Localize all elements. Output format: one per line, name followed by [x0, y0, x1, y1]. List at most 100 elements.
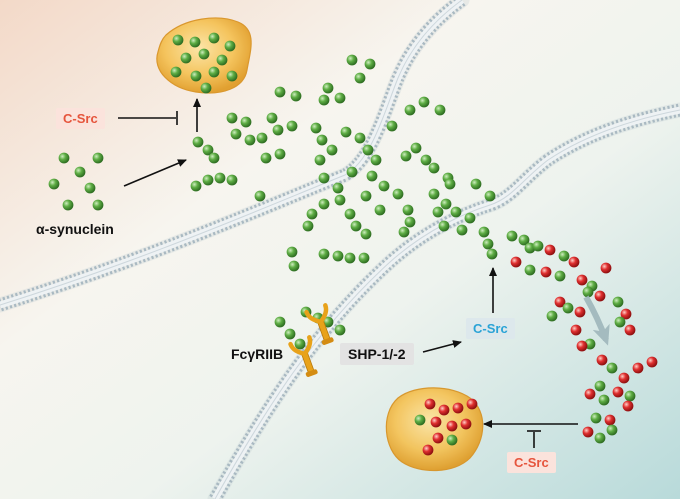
green-synuclein-67 [360, 190, 372, 202]
green-synuclein-33 [318, 94, 330, 106]
phospho-synuclein-39 [576, 340, 588, 352]
cluster-synuclein-38 [606, 424, 618, 436]
green-synuclein-62 [314, 154, 326, 166]
phospho-synuclein-35 [604, 414, 616, 426]
green-synuclein-51 [370, 154, 382, 166]
green-synuclein-106 [506, 230, 518, 242]
green-synuclein-35 [226, 112, 238, 124]
cluster-synuclein-0 [532, 240, 544, 252]
cluster-synuclein-37 [594, 432, 606, 444]
green-synuclein-17 [62, 199, 74, 211]
fc-receptor-lower [288, 335, 318, 377]
green-synuclein-96 [274, 316, 286, 328]
cluster-synuclein-7 [554, 270, 566, 282]
green-synuclein-4 [180, 52, 192, 64]
green-synuclein-28 [364, 58, 376, 70]
cluster-synuclein-30 [598, 394, 610, 406]
phospho-synuclein-36 [582, 426, 594, 438]
phospho-synuclein-4 [510, 256, 522, 268]
green-synuclein-103 [478, 226, 490, 238]
green-synuclein-41 [272, 124, 284, 136]
green-synuclein-39 [256, 132, 268, 144]
green-synuclein-45 [310, 122, 322, 134]
green-synuclein-76 [334, 194, 346, 206]
green-synuclein-80 [428, 188, 440, 200]
green-synuclein-65 [366, 170, 378, 182]
csrc-top-label: C-Src [56, 108, 105, 129]
green-synuclein-61 [400, 150, 412, 162]
green-synuclein-25 [226, 174, 238, 186]
arrow-synuclein-to-cluster [123, 159, 187, 187]
green-synuclein-11 [200, 82, 212, 94]
phospho-synuclein-11 [554, 296, 566, 308]
green-synuclein-92 [318, 248, 330, 260]
green-synuclein-2 [208, 32, 220, 44]
synuclein-particles [48, 32, 658, 456]
green-synuclein-90 [286, 246, 298, 258]
alpha-synuclein-label: α-synuclein [36, 221, 114, 237]
green-synuclein-44 [274, 148, 286, 160]
green-synuclein-32 [322, 82, 334, 94]
cluster-synuclein-5 [524, 264, 536, 276]
green-synuclein-105 [486, 248, 498, 260]
green-synuclein-7 [170, 66, 182, 78]
cluster-synuclein-24 [606, 362, 618, 374]
phospho-synuclein-6 [540, 266, 552, 278]
green-synuclein-0 [172, 34, 184, 46]
cluster-synuclein-32 [624, 390, 636, 402]
phospho-synuclein-42 [452, 402, 464, 414]
green-synuclein-79 [360, 228, 372, 240]
green-synuclein-26 [254, 190, 266, 202]
green-synuclein-21 [208, 152, 220, 164]
phospho-synuclein-26 [632, 362, 644, 374]
cluster-synuclein-19 [614, 316, 626, 328]
phospho-synuclein-47 [460, 418, 472, 430]
cluster-synuclein-15 [582, 286, 594, 298]
green-synuclein-16 [84, 182, 96, 194]
green-synuclein-38 [244, 134, 256, 146]
cluster-synuclein-28 [594, 380, 606, 392]
green-synuclein-63 [318, 172, 330, 184]
cluster-synuclein-17 [612, 296, 624, 308]
gray-flow-arrow [583, 295, 610, 346]
green-synuclein-87 [484, 190, 496, 202]
phospho-synuclein-46 [446, 420, 458, 432]
arrow-shp-to-csrc [422, 340, 462, 353]
cluster-synuclein-44 [414, 414, 426, 426]
green-synuclein-49 [354, 132, 366, 144]
green-synuclein-81 [440, 198, 452, 210]
green-synuclein-98 [294, 338, 306, 350]
green-synuclein-47 [326, 144, 338, 156]
green-synuclein-34 [334, 92, 346, 104]
green-synuclein-3 [224, 40, 236, 52]
green-synuclein-53 [404, 104, 416, 116]
green-synuclein-24 [214, 172, 226, 184]
green-synuclein-13 [92, 152, 104, 164]
arrows [118, 98, 578, 448]
cluster-synuclein-34 [590, 412, 602, 424]
green-synuclein-19 [192, 136, 204, 148]
green-synuclein-46 [316, 134, 328, 146]
phospho-synuclein-27 [646, 356, 658, 368]
green-synuclein-40 [266, 112, 278, 124]
green-synuclein-36 [240, 116, 252, 128]
green-synuclein-15 [48, 178, 60, 190]
csrc-middle-label: C-Src [466, 318, 515, 339]
green-synuclein-71 [404, 216, 416, 228]
green-synuclein-93 [332, 250, 344, 262]
green-synuclein-29 [354, 72, 366, 84]
green-synuclein-70 [402, 204, 414, 216]
phospho-synuclein-18 [620, 308, 632, 320]
green-synuclein-54 [418, 96, 430, 108]
green-synuclein-72 [398, 226, 410, 238]
phospho-synuclein-3 [568, 256, 580, 268]
phospho-synuclein-43 [466, 398, 478, 410]
phospho-synuclein-8 [576, 274, 588, 286]
green-synuclein-107 [518, 234, 530, 246]
green-synuclein-10 [226, 70, 238, 82]
cluster-synuclein-12 [546, 310, 558, 322]
green-synuclein-64 [332, 182, 344, 194]
green-synuclein-58 [420, 154, 432, 166]
